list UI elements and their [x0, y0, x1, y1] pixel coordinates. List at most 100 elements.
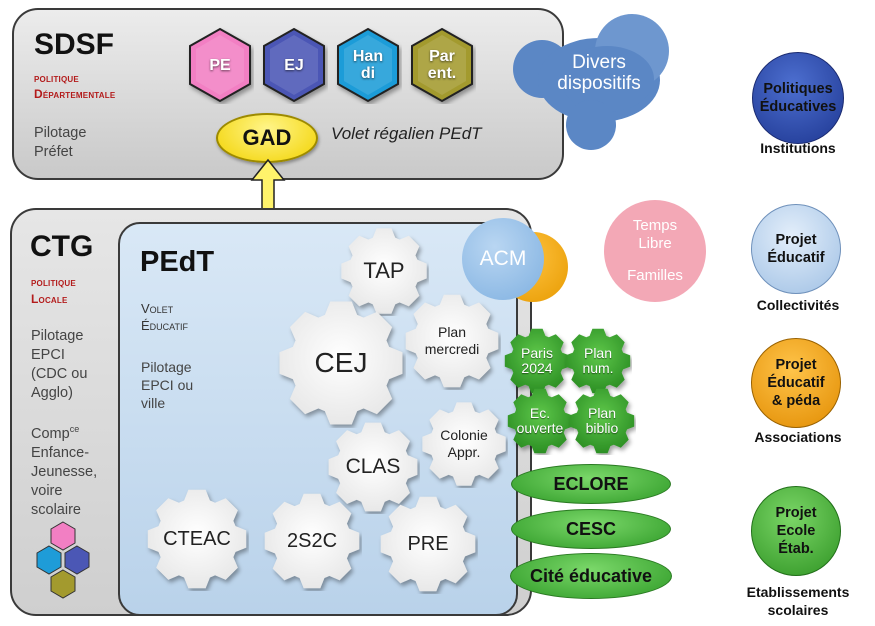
hexagon-cluster-icon — [36, 521, 90, 599]
pedt-volet: Volet Éducatif — [141, 300, 188, 334]
pedt-pilotage-line: Pilotage — [141, 359, 192, 375]
gear-icon — [328, 422, 418, 512]
divers-circle-bottom — [566, 100, 616, 150]
hexagon-label: EJ — [284, 56, 304, 74]
temps-libre-line3: Familles — [627, 267, 683, 284]
caption-etablissements: Etablissements scolaires — [726, 583, 870, 619]
gear-cteac: CTEAC — [145, 487, 249, 591]
caption-institutions: Institutions — [760, 140, 836, 156]
ctg-comp-line: voire — [31, 482, 63, 499]
ctg-comp-line: Enfance- — [31, 444, 90, 461]
gear-colonie-line1: Colonie — [440, 427, 488, 443]
caption-line: Etablissements — [746, 584, 850, 600]
gad-badge: GAD — [216, 113, 318, 163]
divers-dispositifs-label: Divers dispositifs — [540, 52, 658, 94]
gear-pre-label: PRE — [407, 532, 449, 555]
volet-regalien-label: Volet régalien PEdT — [331, 124, 482, 143]
green-gear-label: Ec. ouverte — [506, 387, 574, 455]
green-gear-line: 2024 — [521, 360, 553, 376]
gear-2s2c-label: 2S2C — [286, 529, 338, 552]
ctg-pilotage-line: Pilotage — [31, 328, 84, 344]
temps-libre-circle: Temps Libre Familles — [604, 200, 706, 302]
gear-2s2c: 2S2C — [262, 491, 362, 591]
gear-cteac-label: CTEAC — [163, 527, 231, 550]
green-gear-plan-biblio: Plan biblio — [568, 387, 636, 455]
sdsf-pilotage: Pilotage Préfet — [34, 124, 86, 162]
circle-line: Éducatif — [767, 375, 825, 391]
gear-mercredi-line2: mercredi — [424, 341, 480, 357]
pedt-title: PEdT — [140, 246, 215, 278]
green-gear-ec-ouverte: Ec. ouverte — [506, 387, 574, 455]
hexagon-1: PE — [186, 26, 254, 104]
sdsf-subtitle: politique Départementale — [34, 70, 115, 102]
circle-projet-ecole: Projet Ecole Étab. — [751, 486, 841, 576]
gear-cej: CEJ — [276, 298, 406, 428]
ctg-comp-line: Jeunesse, — [31, 463, 98, 480]
comp-sup: ce — [69, 424, 80, 434]
pedt-pilotage-line: EPCI ou — [141, 377, 194, 393]
green-gear-line: Paris — [521, 345, 553, 361]
gear-plan-mercredi-label: Plan mercredi — [403, 292, 501, 390]
circle-line: Éducatif — [767, 250, 825, 266]
circle-line: Projet — [775, 505, 817, 521]
caption-collectivites: Collectivités — [756, 297, 840, 313]
pill-eclore: ECLORE — [511, 464, 671, 504]
divers-circle-center — [560, 46, 654, 112]
gear-icon — [507, 388, 573, 454]
green-gear-line: Ec. — [529, 405, 551, 421]
green-gear-line: Plan — [587, 405, 617, 421]
green-gear-line: num. — [582, 360, 614, 376]
ctg-pilotage-line: (CDC ou — [31, 366, 88, 382]
pill-cite-educative: Cité éducative — [510, 553, 672, 599]
sdsf-subtitle-line1: politique — [34, 71, 79, 85]
hexagon-icon — [189, 27, 251, 103]
ctg-competence: Compce Enfance- Jeunesse, voire scolaire — [31, 420, 97, 520]
caption-line: scolaires — [767, 602, 829, 618]
sdsf-subtitle-line2: Départementale — [34, 87, 116, 101]
gear-tap: TAP — [339, 226, 429, 316]
gear-plan-mercredi: Plan mercredi — [403, 292, 501, 390]
caption-associations: Associations — [754, 429, 842, 445]
ctg-comp-line: scolaire — [31, 501, 81, 518]
circle-projet-educatif: Projet Éducatif — [751, 204, 841, 294]
divers-line1: Divers — [572, 52, 626, 73]
circle-line: Éducatives — [759, 99, 837, 115]
gear-icon — [380, 496, 476, 592]
green-gear-label: Paris 2024 — [503, 327, 571, 395]
gear-mercredi-line1: Plan — [437, 324, 467, 340]
gear-icon — [405, 294, 499, 388]
green-gear-line: ouverte — [516, 420, 564, 436]
green-gear-line: biblio — [585, 420, 619, 436]
ctg-pilotage: Pilotage EPCI (CDC ou Agglo) — [31, 327, 87, 403]
comp-main: Comp — [31, 425, 70, 442]
green-gear-plan-num: Plan num. — [564, 327, 632, 395]
gear-icon — [147, 489, 247, 589]
gear-tap-label: TAP — [363, 258, 405, 283]
circle-line: & péda — [771, 393, 821, 409]
temps-libre-line2: Libre — [638, 235, 672, 252]
ctg-comp-line: Compce — [31, 420, 97, 444]
hexagon-icon — [263, 27, 325, 103]
hexagon-icon — [337, 27, 399, 103]
circle-line: Étab. — [778, 541, 814, 557]
temps-libre-line1: Temps — [632, 217, 678, 234]
circle-line: Projet — [775, 357, 817, 373]
sdsf-pilotage-line2: Préfet — [34, 144, 73, 160]
pedt-pilotage: Pilotage EPCI ou ville — [141, 358, 193, 412]
pedt-pilotage-line: ville — [141, 395, 166, 411]
ctg-pilotage-line: Agglo) — [31, 385, 73, 401]
pill-cesc: CESC — [511, 509, 671, 549]
gear-icon — [264, 493, 360, 589]
circle-line: Projet — [775, 232, 817, 248]
gear-pre: PRE — [378, 494, 478, 594]
hexagon-icon — [411, 27, 473, 103]
green-gear-paris-2024: Paris 2024 — [503, 327, 571, 395]
acm-circle: ACM — [462, 218, 544, 300]
gear-icon — [279, 301, 403, 425]
sdsf-pilotage-line1: Pilotage — [34, 125, 87, 141]
gear-colonie-line2: Appr. — [447, 444, 481, 460]
hexagon-2: EJ — [260, 26, 328, 104]
